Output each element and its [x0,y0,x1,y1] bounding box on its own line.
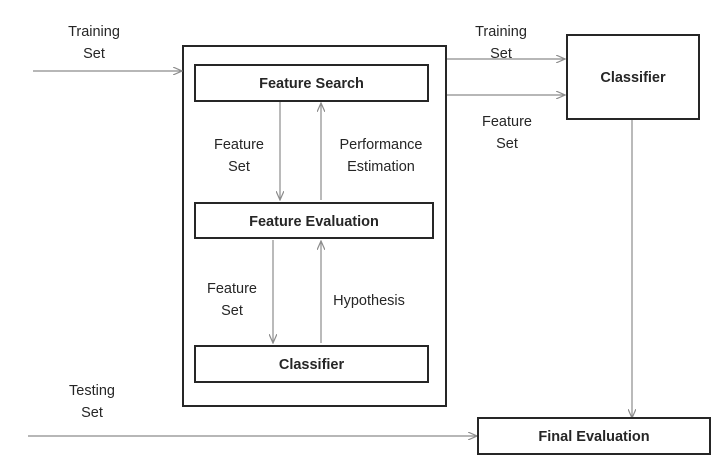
testing-set-label-2: Set [81,405,103,421]
inner-classifier-box [194,345,429,383]
training-set-in-label-2: Set [83,46,105,62]
classifier-box [566,34,700,120]
inner-classifier-label: Classifier [279,357,345,373]
training-set-out-label-1: Training [475,24,527,40]
feature-set-out-label-1: Feature [482,114,532,130]
feature-evaluation-box [194,202,434,239]
feature-search-box [194,64,429,102]
testing-set-label-1: Testing [69,383,115,399]
training-set-out-label-2: Set [490,46,512,62]
feature-search-label: Feature Search [259,76,364,92]
final-evaluation-box [477,417,711,455]
feature-set-out-label-2: Set [496,136,518,152]
feature-evaluation-label: Feature Evaluation [249,214,379,230]
performance-estimation-label-1: Performance [339,137,422,153]
feature-set-lower-label-1: Feature [207,281,257,297]
feature-set-upper-label-1: Feature [214,137,264,153]
training-set-in-label-1: Training [68,24,120,40]
hypothesis-label: Hypothesis [333,293,405,309]
final-evaluation-label: Final Evaluation [538,429,649,445]
performance-estimation-label-2: Estimation [347,159,415,175]
feature-set-lower-label-2: Set [221,303,243,319]
classifier-label: Classifier [600,70,666,86]
feature-set-upper-label-2: Set [228,159,250,175]
